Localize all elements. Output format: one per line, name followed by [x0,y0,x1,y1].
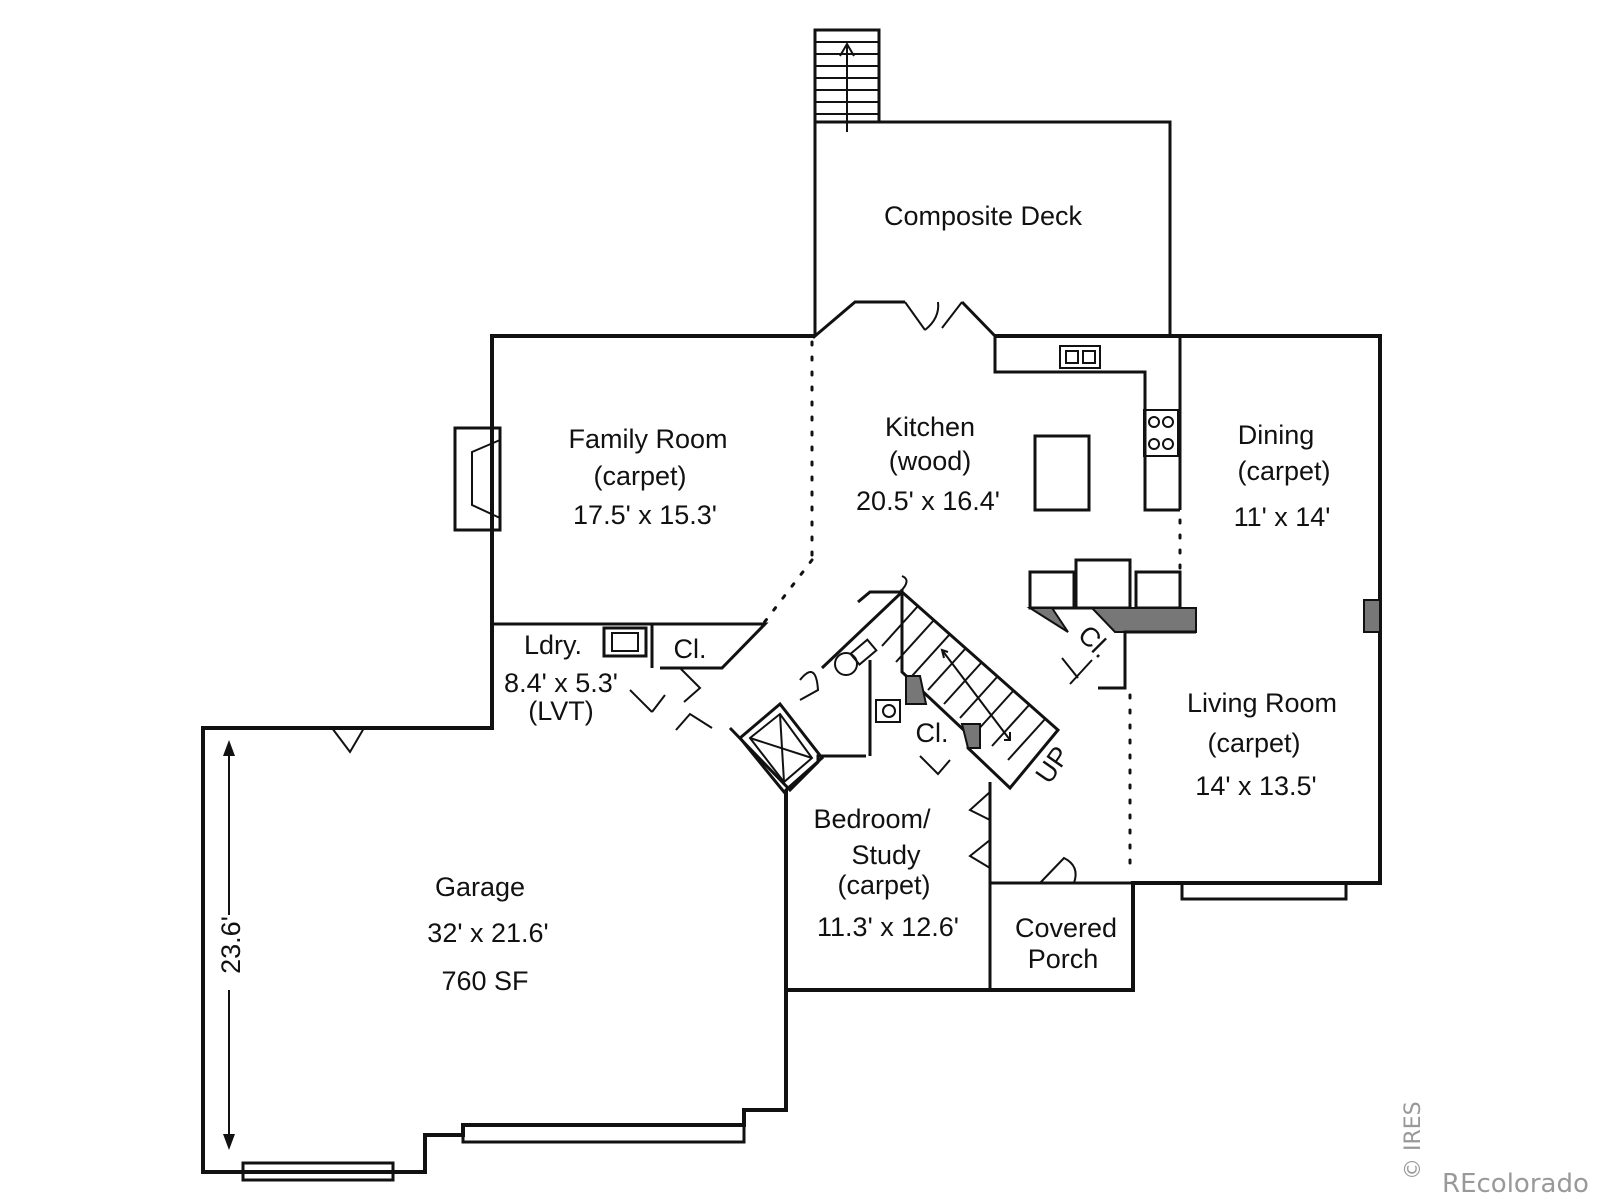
garage-side-door [331,727,365,754]
label-laundry-floor: (LVT) [528,696,594,726]
watermark-brand: REcolorado [1442,1169,1589,1199]
label-dining-size: 11' x 14' [1234,502,1331,532]
breakfast-bar [1028,558,1182,610]
label-living-floor: (carpet) [1207,728,1300,758]
kitchen-island [1033,434,1091,512]
label-living-size: 14' x 13.5' [1195,771,1316,801]
house-outer-wall [201,334,815,1174]
label-closet-bath: Cl. [916,718,949,748]
laundry-sink [602,626,648,658]
label-porch: Porch [1028,944,1099,974]
label-garage-depth: 23.6' [216,916,246,974]
label-kitchen: Kitchen [885,412,975,442]
label-dining-floor: (carpet) [1237,456,1330,486]
label-bedroom: Bedroom/ [813,804,931,834]
label-family-floor: (carpet) [593,461,686,491]
label-garage: Garage [435,872,525,902]
entry-tile [737,701,825,795]
stove [1143,409,1179,457]
label-laundry-size: 8.4' x 5.3' [504,668,618,698]
toilet [834,638,878,676]
label-family-room: Family Room [568,424,727,454]
label-kitchen-size: 20.5' x 16.4' [856,486,1000,516]
label-covered: Covered [1015,913,1117,943]
garage-depth-dimension [223,740,235,1150]
label-bedroom-study: Study [851,840,921,870]
watermark-ires: © IRES [1401,1101,1426,1180]
deck-outline [813,122,905,340]
label-dining: Dining [1238,420,1315,450]
fireplace [453,426,502,532]
garage-door-left [241,1161,395,1182]
label-living-room: Living Room [1187,688,1337,718]
porch-door [1039,856,1077,884]
label-bedroom-size: 11.3' x 12.6' [817,912,959,942]
label-bedroom-floor: (carpet) [837,870,930,900]
kitchen-sink [1059,345,1101,369]
label-composite-deck: Composite Deck [884,201,1083,231]
deck-stairs [813,28,881,132]
deck-door [904,301,963,331]
label-garage-size: 32' x 21.6' [427,918,548,948]
label-closet-laundry: Cl. [674,634,707,664]
label-laundry: Ldry. [524,630,582,660]
label-kitchen-floor: (wood) [889,446,972,476]
bath-sink [875,699,901,723]
label-family-size: 17.5' x 15.3' [573,500,717,530]
garage-door-right [461,1123,746,1144]
living-window [1180,881,1348,901]
label-garage-area: 760 SF [441,966,528,996]
label-stairs-up: UP [1030,741,1076,789]
